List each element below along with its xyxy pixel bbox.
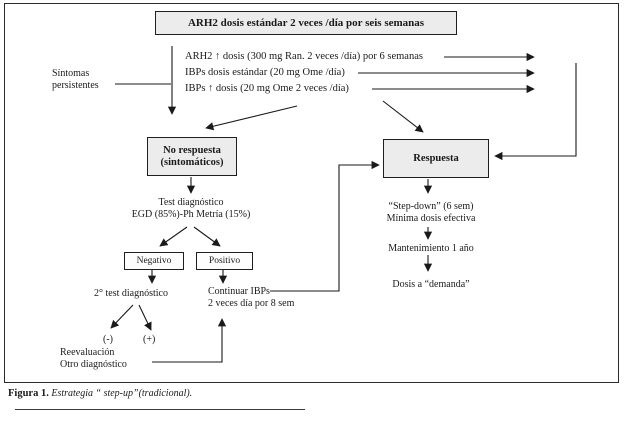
label-step-down: “Step-down” (6 sem) Mínima dosis efectiv… <box>386 201 476 224</box>
label-plus: (+) <box>143 334 156 345</box>
figure-border <box>4 3 619 383</box>
label-minus: (-) <box>103 334 113 345</box>
node-response: Respuesta <box>383 139 489 178</box>
dose-line-1: ARH2 ↑ dosis (300 mg Ran. 2 veces /día) … <box>185 51 423 62</box>
label-on-demand: Dosis a “demanda” <box>392 279 470 290</box>
node-positive: Positivo <box>196 252 253 270</box>
figure-caption-text: Estrategia “ step-up”(tradicional). <box>51 388 193 399</box>
label-persistent-symptoms: Síntomas persistentes <box>52 68 99 91</box>
label-maintenance: Mantenimiento 1 año <box>388 243 474 254</box>
node-no-response: No respuesta (sintomáticos) <box>147 137 237 176</box>
label-second-test: 2° test diagnóstico <box>94 288 168 299</box>
label-continue-ibps: Continuar IBPs 2 veces día por 8 sem <box>208 286 295 309</box>
node-title-box-label: ARH2 dosis estándar 2 veces /día por sei… <box>187 17 425 29</box>
figure-caption: Figura 1. Estrategia “ step-up”(tradicio… <box>8 388 192 399</box>
label-diagnostic-test: Test diagnóstico EGD (85%)-Ph Metría (15… <box>131 197 251 220</box>
caption-rule <box>15 409 305 410</box>
dose-line-3: IBPs ↑ dosis (20 mg Ome 2 veces /día) <box>185 83 349 94</box>
label-reevaluation: Reevaluación Otro diagnóstico <box>60 347 127 370</box>
node-title-box: ARH2 dosis estándar 2 veces /día por sei… <box>155 11 457 35</box>
dose-line-2: IBPs dosis estándar (20 mg Ome /día) <box>185 67 345 78</box>
figure-caption-label: Figura 1. <box>8 388 49 399</box>
node-negative: Negativo <box>124 252 184 270</box>
